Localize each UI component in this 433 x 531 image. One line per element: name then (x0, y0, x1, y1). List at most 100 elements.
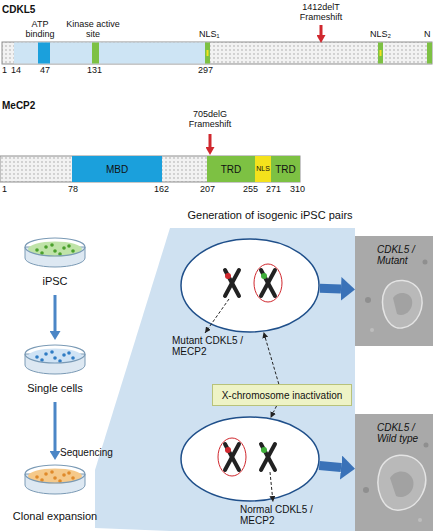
annotation-label: 14 (11, 66, 25, 76)
annotation-label: 78 (68, 185, 82, 195)
micrograph-panel: CDKL5 / Mutant (355, 236, 433, 346)
cell-ellipse: Mutant CDKL5 / MECP2 (180, 238, 320, 333)
annotation-label: 255 (243, 185, 263, 195)
domain-box: MBD (72, 156, 162, 182)
cell-ellipse: Normal CDKL5 / MECP2 (180, 416, 320, 502)
nls-segment (205, 43, 210, 64)
annotation-label: Sequencing (60, 447, 120, 458)
annotation-label: NLS₁ (199, 30, 225, 40)
protein-bar: MeCP2MBDTRDNLSTRD (0, 156, 300, 182)
node-label: CDKL5 (2, 4, 62, 15)
cell-colony (50, 243, 54, 247)
petri-dish (18, 340, 92, 380)
domain-box: TRD (207, 156, 255, 182)
cell-colony (50, 350, 54, 354)
workflow-panel (95, 228, 355, 531)
cell-colony (53, 249, 57, 253)
cell-colony (50, 470, 54, 474)
cell-colony (44, 472, 48, 476)
culture-dish: iPSC (18, 233, 92, 295)
node-label: CDKL5 / Mutant (377, 244, 425, 266)
nls-core (207, 50, 209, 56)
flow-arrow (54, 295, 57, 331)
dish-rim (25, 465, 85, 483)
dashed-arrow (273, 406, 276, 413)
cell-colony (71, 249, 75, 253)
nls-segment (378, 43, 383, 64)
micrograph-image (355, 414, 433, 531)
cell-colony (71, 356, 75, 360)
annotation-label: 131 (87, 66, 107, 76)
flow-arrow (54, 402, 57, 451)
dish-rim (25, 238, 85, 256)
cell-colony (71, 476, 75, 480)
annotation-label: 47 (40, 66, 54, 76)
mutation-arrow (209, 134, 212, 147)
petri-dish (5, 460, 105, 500)
mecp2-protein-map (0, 134, 300, 182)
annotation-label: 1 (2, 66, 12, 76)
annotation-label: 1412delT Frameshift (296, 3, 346, 23)
annotation-label: 207 (200, 185, 220, 195)
annotation-label: 271 (266, 185, 286, 195)
node-label: Single cells (18, 382, 92, 394)
cell-colony (44, 352, 48, 356)
annotation-label: 310 (290, 185, 310, 195)
annotation-label: Kinase active site (64, 20, 122, 40)
active-site-segment (92, 43, 99, 64)
node-label: TRD (271, 156, 300, 182)
mutation-arrow (320, 25, 323, 35)
block-arrow (320, 284, 341, 294)
culture-dish: Single cells (18, 340, 92, 402)
micrograph-panel: CDKL5 / Wild type (355, 414, 433, 531)
cell-colony (35, 355, 39, 359)
node-label: iPSC (18, 275, 92, 287)
annotation-label: Generation of isogenic iPSC pairs (150, 209, 390, 221)
node-label: MeCP2 (2, 100, 62, 111)
protein-backbone (0, 156, 300, 182)
process-box: X-chromosome inactivation (212, 384, 352, 406)
cell-outline (180, 416, 320, 502)
cell-colony (35, 248, 39, 252)
cell-colony (40, 478, 44, 482)
cell-colony (67, 351, 71, 355)
node-label: Clonal expansion (5, 510, 105, 522)
block-arrow (319, 465, 341, 467)
annotation-label: 705delG Frameshift (185, 110, 235, 130)
domain-box: TRD (271, 156, 300, 182)
cell-colony (53, 356, 57, 360)
domain-box: NLS (255, 156, 271, 182)
cell-colony (44, 245, 48, 249)
protein-backbone (2, 42, 432, 64)
cell-colony (62, 353, 66, 357)
node-label: Normal CDKL5 / MECP2 (240, 504, 330, 526)
cdkl5-protein-map (2, 25, 432, 64)
annotation-label: N (424, 30, 433, 40)
cell-colony (67, 471, 71, 475)
cell-membrane (181, 417, 319, 501)
cell-colony (53, 476, 57, 480)
atp-binding-segment (38, 43, 50, 64)
node-label: TRD (207, 156, 255, 182)
cell-colony (40, 358, 44, 362)
protein-bar: CDKL5 (2, 42, 432, 64)
cell-colony (62, 473, 66, 477)
petri-dish (18, 233, 92, 273)
node-label: MBD (72, 156, 162, 182)
micrograph-image (355, 236, 433, 346)
nls-segment (427, 43, 432, 64)
annotation-label: ATP binding (20, 20, 60, 40)
kinase-domain (14, 43, 205, 64)
node-label: Mutant CDKL5 / MECP2 (172, 335, 254, 357)
culture-dish: Clonal expansion (5, 460, 105, 528)
annotation-label: 297 (198, 66, 218, 76)
dashed-arrow (265, 338, 278, 384)
node-label: NLS (255, 156, 271, 182)
cell-outline (180, 238, 320, 333)
cell-colony (62, 246, 66, 250)
annotation-label: 162 (154, 185, 174, 195)
dish-rim (25, 345, 85, 363)
annotation-label: 1 (2, 185, 12, 195)
cell-colony (40, 251, 44, 255)
